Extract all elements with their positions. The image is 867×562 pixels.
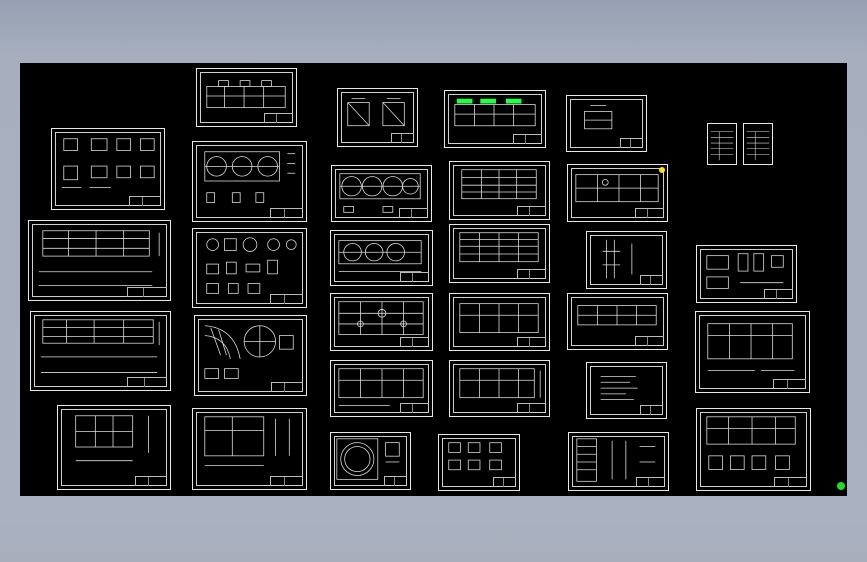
drawing-sheet-equipment[interactable] xyxy=(696,245,797,303)
drawing-sheet-column-detail[interactable] xyxy=(586,231,667,289)
drawing-sheet-beam-plan[interactable] xyxy=(567,293,668,350)
drawing-sheet-plan-d[interactable] xyxy=(696,408,811,491)
drawing-sheet-table-b[interactable] xyxy=(743,123,773,165)
drawing-sheet-small-detail[interactable] xyxy=(566,95,647,152)
drawing-sheet-section-top[interactable] xyxy=(196,68,297,127)
drawing-sheet-stair-detail[interactable] xyxy=(568,432,669,491)
yellow-grip-marker[interactable] xyxy=(659,167,665,173)
drawing-sheet-plan-a[interactable] xyxy=(57,405,171,490)
highlighted-pump-3 xyxy=(505,98,522,104)
drawing-sheet-table-a[interactable] xyxy=(707,123,737,165)
drawing-sheet-clarifier-plan[interactable] xyxy=(192,141,307,222)
drawing-sheet-plan-b[interactable] xyxy=(192,408,307,490)
drawing-sheet-tank-plan-a[interactable] xyxy=(331,165,432,222)
drawing-canvas[interactable] xyxy=(20,63,847,496)
drawing-sheet-frame-plan-a[interactable] xyxy=(449,293,550,351)
drawing-sheet-frame-plan-b[interactable] xyxy=(449,360,550,417)
drawing-sheet-frame-elevation-a[interactable] xyxy=(449,161,550,220)
drawing-sheet-elevation-a[interactable] xyxy=(28,220,171,301)
highlighted-pumps xyxy=(456,98,522,104)
drawing-sheet-elevation-b[interactable] xyxy=(30,311,171,391)
drawing-sheet-details-a[interactable] xyxy=(51,128,165,210)
drawing-sheet-small-section[interactable] xyxy=(337,88,418,147)
green-status-dot[interactable] xyxy=(837,482,845,490)
drawing-sheet-arc-detail[interactable] xyxy=(194,315,307,396)
drawing-sheet-round-tank[interactable] xyxy=(330,432,411,490)
drawing-sheet-tank-plan-b[interactable] xyxy=(330,230,433,286)
highlighted-pump-1 xyxy=(456,98,473,104)
drawing-sheet-plan-c[interactable] xyxy=(695,311,810,393)
drawing-sheet-details-c[interactable] xyxy=(438,434,520,491)
drawing-sheet-highlighted-elevation[interactable] xyxy=(444,90,546,148)
drawing-sheet-grid-plan-b[interactable] xyxy=(330,360,433,417)
drawing-sheet-plan-marked[interactable] xyxy=(567,164,668,222)
highlighted-pump-2 xyxy=(480,98,496,104)
drawing-sheet-details-b[interactable] xyxy=(192,228,307,308)
drawing-sheet-notes[interactable] xyxy=(586,362,667,419)
drawing-sheet-grid-plan-a[interactable] xyxy=(330,293,433,351)
drawing-sheet-frame-elevation-b[interactable] xyxy=(449,224,550,283)
